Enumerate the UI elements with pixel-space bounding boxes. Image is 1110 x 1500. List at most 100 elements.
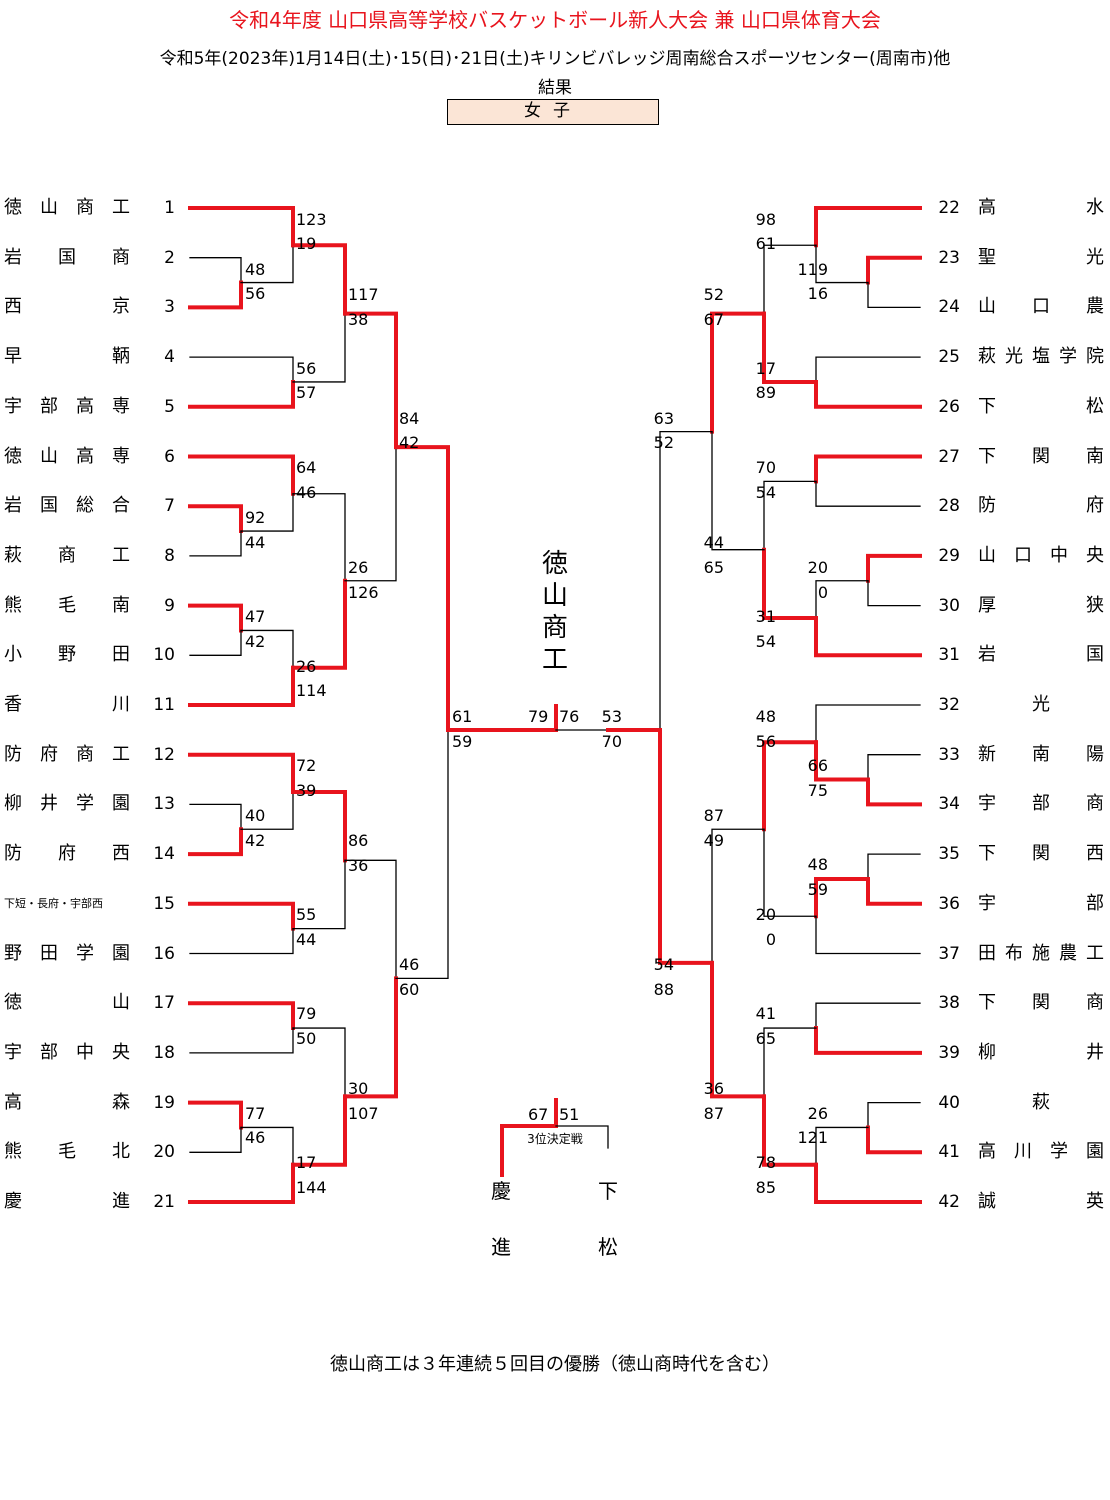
bracket-line xyxy=(815,356,921,383)
score-r-sf1-b: 52 xyxy=(653,433,674,452)
score-r-2930-31-b: 54 xyxy=(755,632,776,651)
score-l-17-18-b: 50 xyxy=(296,1029,317,1048)
team-seed-right-4: 25 xyxy=(938,347,960,368)
bracket-line xyxy=(189,257,242,284)
bracket-line xyxy=(292,493,346,582)
score-r-4041-42-b: 85 xyxy=(755,1178,776,1197)
score-l-910-11-a: 26 xyxy=(296,657,317,676)
team-name-left-13: 柳井学園 xyxy=(4,793,130,815)
team-seed-right-21: 42 xyxy=(938,1192,960,1212)
winner-path xyxy=(188,504,243,534)
bracket-line xyxy=(815,244,869,284)
score-l-12-1314-a: 72 xyxy=(296,756,317,775)
team-name-right-18: 柳井 xyxy=(978,1041,1104,1063)
team-name-right-21: 誠英 xyxy=(978,1191,1104,1212)
division-badge: 女子 xyxy=(447,99,659,125)
team-seed-right-12: 33 xyxy=(938,744,960,765)
score-l-123-45-a: 117 xyxy=(348,285,379,304)
team-name-left-3: 西京 xyxy=(4,296,130,318)
winner-path xyxy=(814,616,922,658)
score-r-q4-a: 36 xyxy=(703,1079,724,1098)
winner-path xyxy=(866,777,922,807)
winner-path xyxy=(814,206,922,248)
score-l-9-10-b: 42 xyxy=(245,632,266,651)
team-seed-left-8: 8 xyxy=(164,545,175,566)
team-name-left-17: 徳山 xyxy=(4,992,130,1014)
team-seed-right-3: 24 xyxy=(938,297,960,318)
team-seed-right-15: 36 xyxy=(938,893,960,914)
winner-path xyxy=(814,740,870,782)
score-r-q2-a: 44 xyxy=(703,533,724,552)
winner-path xyxy=(814,454,922,484)
team-seed-right-9: 30 xyxy=(938,595,960,616)
bracket-line xyxy=(815,1002,921,1029)
score-l-q2-a: 26 xyxy=(348,558,369,577)
bracket-line xyxy=(763,244,817,315)
winner-path xyxy=(866,876,922,906)
team-name-left-16: 野田学園 xyxy=(4,942,130,964)
score-l-q4-a: 30 xyxy=(348,1079,369,1098)
team-name-right-12: 新南陽 xyxy=(978,743,1104,765)
score-l-sf1-b: 42 xyxy=(399,433,420,452)
team-name-left-11: 香川 xyxy=(4,694,130,715)
bracket-line xyxy=(763,1027,817,1098)
team-name-left-6: 徳山高専 xyxy=(4,445,130,467)
score-r-sf2-a: 54 xyxy=(653,955,674,974)
winner-path xyxy=(814,379,922,409)
winner-path xyxy=(710,960,766,1099)
team-seed-left-18: 18 xyxy=(153,1042,175,1063)
team-name-left-15: 下短・長府・宇部西 xyxy=(4,896,103,910)
score-r-25-26-a: 17 xyxy=(755,359,776,378)
team-name-left-5: 宇部高専 xyxy=(4,395,130,417)
champion-char-2: 山 xyxy=(541,581,568,611)
team-seed-left-1: 1 xyxy=(164,198,175,218)
team-seed-right-17: 38 xyxy=(938,993,960,1014)
score-l-12-1314-b: 39 xyxy=(296,781,317,800)
third-place-right-char-1: 下 xyxy=(598,1179,618,1203)
team-seed-left-17: 17 xyxy=(153,993,175,1014)
team-seed-right-7: 28 xyxy=(938,496,960,517)
team-name-right-7: 防府 xyxy=(978,495,1104,517)
winner-path xyxy=(343,311,398,450)
score-l-semi-a: 61 xyxy=(452,707,473,726)
team-name-right-15: 宇部 xyxy=(978,892,1104,914)
score-r-40-41-a: 26 xyxy=(807,1104,828,1123)
winner-path xyxy=(291,578,347,670)
bracket-line xyxy=(659,430,713,731)
winner-path xyxy=(866,255,922,285)
team-seed-left-6: 6 xyxy=(164,446,175,467)
team-name-right-16: 田布施農工 xyxy=(978,942,1104,964)
bracket-line xyxy=(292,1027,346,1098)
bracket-line xyxy=(240,1126,294,1166)
winner-path xyxy=(188,901,295,931)
score-r-q4-b: 87 xyxy=(703,1104,724,1123)
score-l-17-18-a: 79 xyxy=(296,1004,317,1023)
score-l-q2-b: 126 xyxy=(348,583,379,602)
team-seed-right-19: 40 xyxy=(938,1092,960,1113)
winner-path xyxy=(291,1094,347,1167)
team-name-left-2: 岩国商 xyxy=(4,246,130,268)
score-l-sf2-b: 60 xyxy=(399,980,420,999)
team-seed-right-8: 29 xyxy=(938,545,960,566)
winner-path xyxy=(188,206,295,248)
winner-path xyxy=(658,728,714,965)
bracket-line xyxy=(189,1126,242,1153)
score-r-q1-a: 52 xyxy=(703,285,724,304)
winner-path xyxy=(814,1162,922,1204)
team-seed-left-16: 16 xyxy=(153,943,175,964)
score-r-sf2-b: 88 xyxy=(653,980,674,999)
team-name-right-20: 高川学園 xyxy=(978,1141,1104,1163)
team-name-right-19: 萩 xyxy=(1032,1091,1050,1113)
score-r-23-24-b: 16 xyxy=(807,284,828,303)
bracket-line xyxy=(189,629,242,656)
team-name-left-4: 早鞆 xyxy=(4,346,130,368)
third-place-team-left: 慶 進 xyxy=(486,1163,516,1275)
results-label: 結果 xyxy=(538,78,572,98)
bracket-line xyxy=(189,1027,294,1054)
team-name-right-11: 光 xyxy=(1032,694,1050,715)
team-seed-left-14: 14 xyxy=(153,844,175,865)
team-seed-left-2: 2 xyxy=(164,247,175,268)
winner-path xyxy=(762,740,818,832)
score-r-q3-a: 87 xyxy=(703,806,724,825)
score-l-7-8-a: 92 xyxy=(245,508,266,527)
